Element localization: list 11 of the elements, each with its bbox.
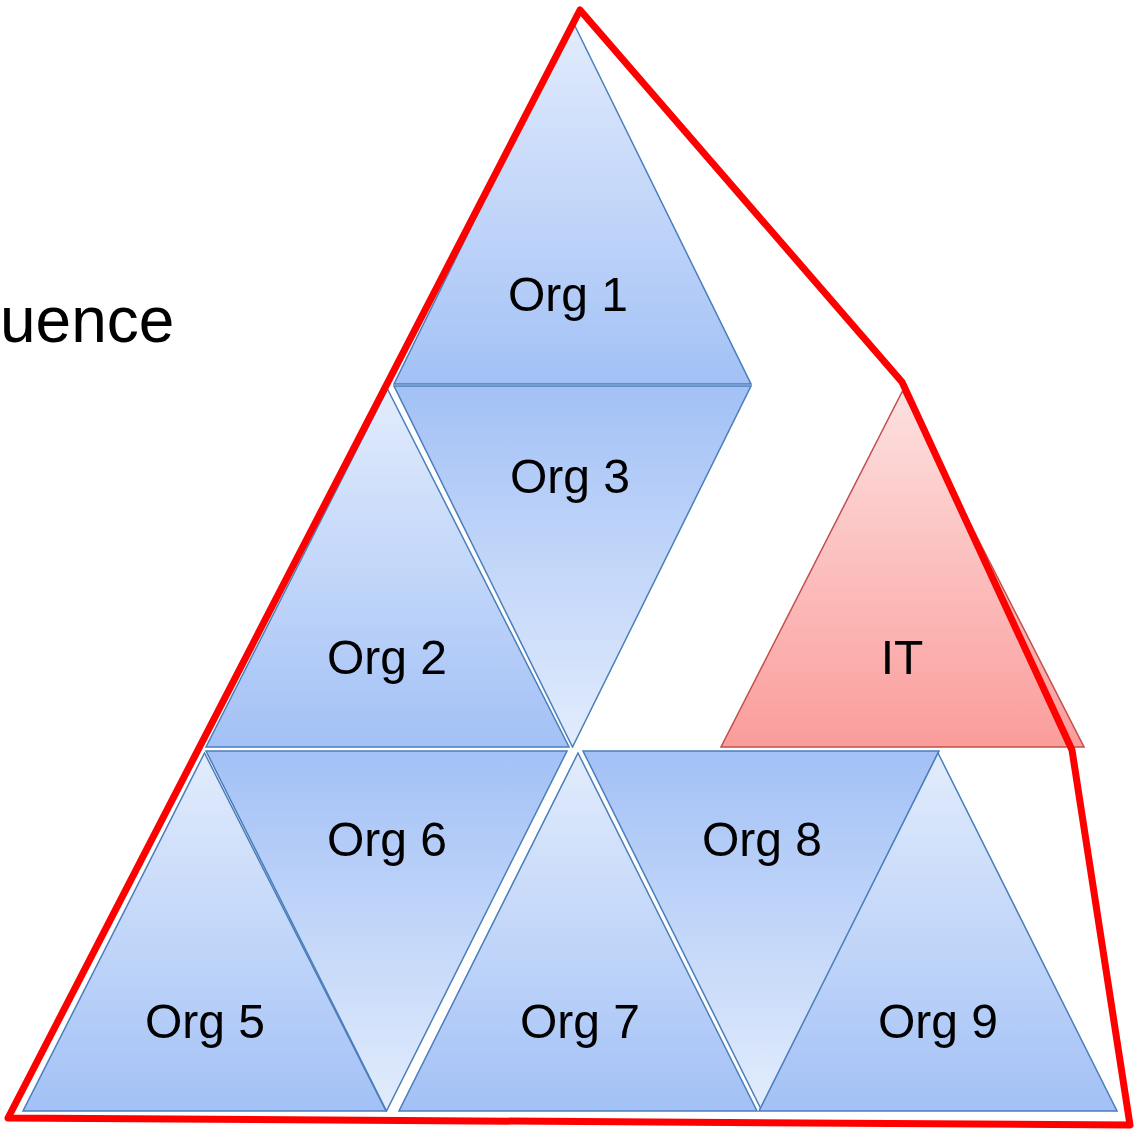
triangle-label: IT [880, 634, 924, 682]
upward-triangle [720, 390, 1085, 748]
triangle-label: Org 9 [878, 998, 998, 1046]
triangle-label: Org 5 [145, 998, 265, 1046]
triangle-label: Org 6 [327, 816, 447, 864]
triangle-label: Org 1 [508, 271, 628, 319]
triangle-label: Org 7 [520, 998, 640, 1046]
triangle-label: Org 8 [702, 816, 822, 864]
triangle-label: Org 2 [327, 634, 447, 682]
triangle-label: Org 3 [510, 453, 630, 501]
heading-fragment: uence [0, 288, 175, 352]
